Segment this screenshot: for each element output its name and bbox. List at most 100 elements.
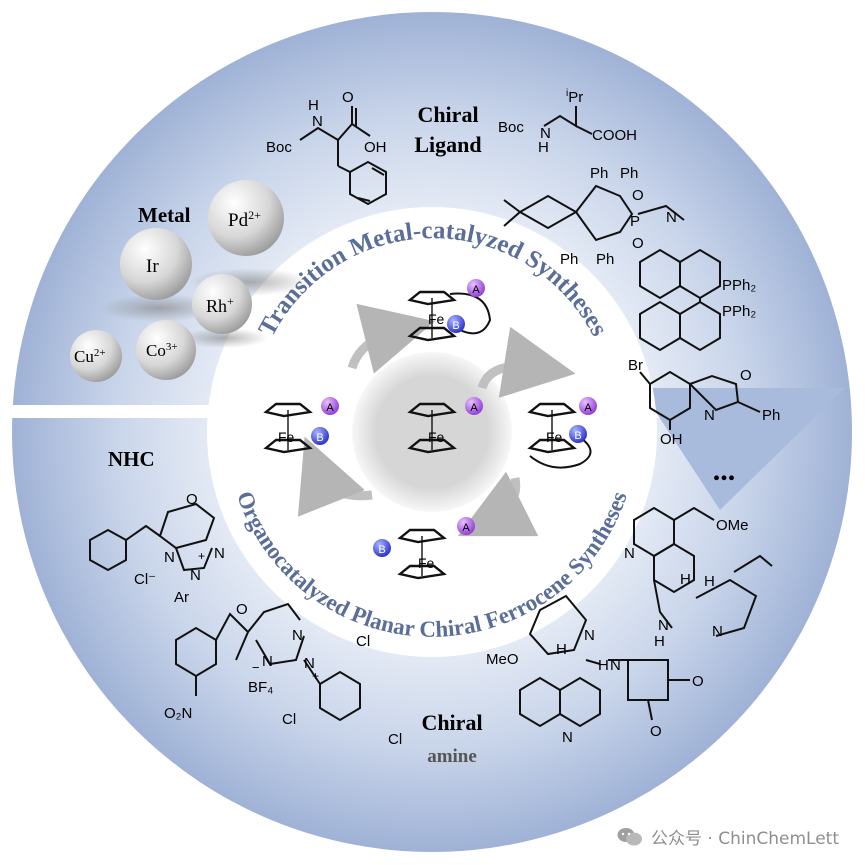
watermark-text: 公众号 · ChinChemLett [651, 829, 839, 849]
svg-text:N: N [304, 655, 315, 672]
rh-label: Rh+ [206, 294, 234, 316]
taddol-phosphoramidite-structure [503, 184, 685, 242]
ipr-text: iPr [566, 88, 583, 106]
cycle-arrow-2 [477, 326, 576, 398]
metal-section: Metal Pd2+ Ir Rh+ Cu2+ Co3+ [70, 180, 310, 382]
substituent-b-ball [447, 315, 465, 333]
ring-arrow-head [640, 388, 845, 510]
svg-text:amine: amine [427, 746, 477, 767]
svg-text:A: A [584, 402, 592, 414]
substituent-a-ball [579, 397, 597, 415]
rh-sphere [192, 274, 252, 334]
ferrocene-left: Fe A B [264, 397, 339, 454]
substituent-a-ball [467, 279, 485, 297]
svg-text:N: N [712, 623, 723, 640]
svg-text:Fe: Fe [278, 429, 295, 445]
svg-text:O: O [236, 601, 248, 618]
svg-text:H: H [680, 571, 691, 588]
svg-text:N: N [540, 125, 551, 142]
nhc-triazolium-structure-2 [175, 602, 361, 722]
svg-text:N: N [190, 567, 201, 584]
svg-text:A: A [472, 284, 480, 296]
svg-text:+: + [198, 549, 205, 563]
svg-text:+: + [312, 669, 319, 683]
svg-text:MeO: MeO [486, 651, 519, 668]
svg-text:Fe: Fe [428, 429, 445, 445]
svg-text:A: A [470, 402, 478, 414]
svg-text:N: N [610, 657, 621, 674]
ferrocene-top: Fe A B [408, 279, 492, 342]
svg-text:H: H [538, 139, 549, 156]
svg-text:Chiral: Chiral [417, 102, 478, 127]
svg-text:Fe: Fe [428, 311, 445, 327]
svg-text:O: O [740, 367, 752, 384]
cu-label: Cu2+ [74, 347, 106, 366]
chiral-amine-label: Chiral amine [421, 710, 482, 767]
svg-text:Br: Br [628, 357, 643, 374]
pph2-top: PPh₂ [722, 277, 756, 294]
svg-text:B: B [452, 320, 459, 332]
pd-label: Pd2+ [228, 208, 261, 231]
svg-text:N: N [292, 627, 303, 644]
svg-text:H: H [654, 633, 665, 650]
watermark: 公众号 · ChinChemLett [617, 824, 839, 849]
svg-text:Cl: Cl [356, 633, 370, 650]
svg-text:O: O [632, 187, 644, 204]
svg-text:Chiral: Chiral [421, 710, 482, 735]
ir-label: Ir [146, 256, 159, 277]
nhc-label: NHC [108, 447, 155, 471]
svg-text:Cl⁻: Cl⁻ [134, 571, 156, 588]
svg-text:Boc: Boc [498, 119, 524, 136]
svg-text:OMe: OMe [716, 517, 749, 534]
nhc-triazolium-structure-1 [89, 502, 216, 572]
svg-text:H: H [704, 573, 715, 590]
svg-text:Fe: Fe [418, 555, 435, 571]
substituent-b-ball [373, 539, 391, 557]
co-label: Co3+ [146, 341, 178, 360]
svg-text:B: B [574, 430, 581, 442]
boc-valine-structure [543, 106, 593, 135]
chiral-ligand-label: Chiral Ligand [414, 102, 481, 157]
svg-text:N: N [658, 617, 669, 634]
substituent-a-ball [465, 397, 483, 415]
svg-text:Ph: Ph [590, 165, 608, 182]
svg-text:B: B [378, 544, 385, 556]
wechat-icon [617, 827, 643, 845]
svg-text:O: O [632, 235, 644, 252]
pph2-bottom: PPh₂ [722, 303, 756, 320]
svg-text:H: H [556, 641, 567, 658]
svg-text:Ph: Ph [620, 165, 638, 182]
svg-text:−: − [252, 660, 260, 675]
svg-text:N: N [562, 729, 573, 746]
substituent-a-ball [457, 517, 475, 535]
nh-text: N [312, 113, 323, 130]
boc-phenylalanine-structure [299, 106, 387, 206]
svg-text:B: B [316, 432, 323, 444]
ferrocene-right: Fe A B [528, 397, 597, 469]
substituent-a-ball [321, 397, 339, 415]
cycle-arrow-3 [457, 471, 539, 537]
svg-text:Fe: Fe [546, 429, 563, 445]
ferrocene-center: Fe A [408, 397, 483, 454]
svg-text:BF₄: BF₄ [248, 679, 273, 696]
svg-text:N: N [704, 407, 715, 424]
ir-sphere [120, 228, 192, 300]
svg-text:Ar: Ar [174, 589, 189, 606]
oxazoline-structure [639, 370, 761, 430]
oh-text: OH [364, 139, 387, 156]
svg-text:N: N [584, 627, 595, 644]
co-sphere [136, 320, 196, 380]
svg-text:N: N [666, 209, 677, 226]
svg-text:N: N [262, 653, 273, 670]
svg-text:O: O [692, 673, 704, 690]
svg-text:A: A [462, 522, 470, 534]
svg-text:OH: OH [660, 431, 683, 448]
cycle-arrow-4 [297, 436, 373, 517]
boc-text: Boc [266, 139, 292, 156]
pd-sphere [208, 180, 284, 256]
more-ellipsis: ... [713, 454, 736, 487]
substituent-b-ball [569, 425, 587, 443]
svg-text:Ph: Ph [560, 251, 578, 268]
svg-text:N: N [624, 545, 635, 562]
